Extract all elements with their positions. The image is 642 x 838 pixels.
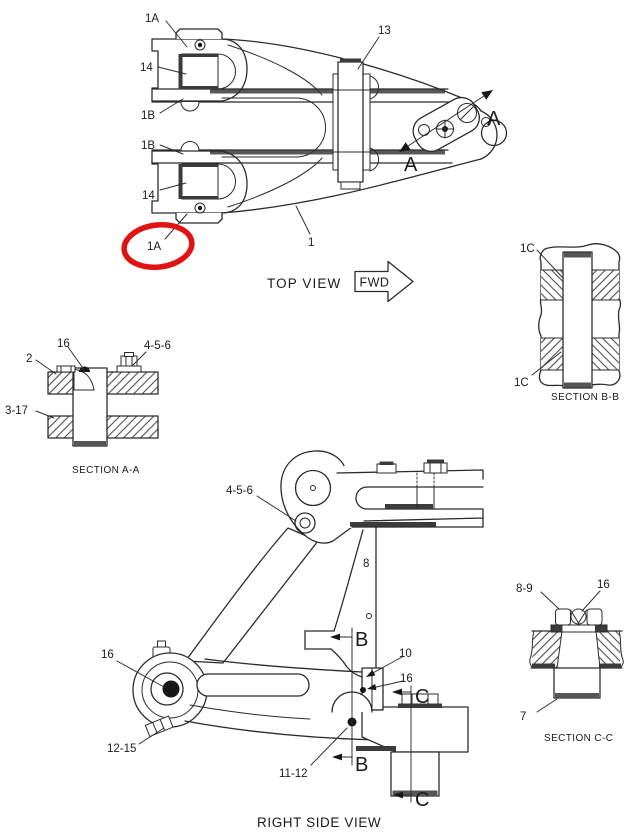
label-1b-upper: 1B — [141, 110, 155, 122]
section-letter-a-upper: A — [487, 108, 501, 130]
label-10: 10 — [399, 648, 412, 660]
label-16-cc: 16 — [597, 579, 610, 591]
label-1: 1 — [308, 237, 314, 249]
fwd-arrow-label: FWD — [360, 276, 390, 290]
section-letter-c-top: C — [415, 686, 429, 708]
label-1c-bottom: 1C — [514, 377, 529, 389]
label-12-15: 12-15 — [107, 743, 136, 755]
pin-14-upper — [181, 53, 219, 90]
top-view-caption: TOP VIEW — [267, 276, 341, 291]
label-1a-top: 1A — [145, 13, 159, 25]
right-side-view-line-art — [132, 450, 484, 803]
label-8: 8 — [363, 558, 369, 570]
section-line-c-c — [392, 685, 412, 803]
section-b-b-line-art — [538, 243, 622, 389]
label-11-12: 11-12 — [279, 768, 308, 780]
section-letter-b-top: B — [355, 629, 368, 651]
pin-7 — [553, 667, 601, 699]
label-14-top: 14 — [140, 62, 153, 74]
section-b-b-leaders — [531, 249, 563, 376]
section-line-b-b — [330, 627, 353, 766]
section-letter-b-bottom: B — [355, 754, 368, 776]
label-14-bottom: 14 — [142, 190, 155, 202]
right-side-view-leaders — [116, 495, 404, 766]
top-view: 1A 14 1B 1B 14 1A 13 1 A A TOP VIEW FWD — [121, 13, 508, 303]
section-a-a-line-art — [47, 352, 159, 447]
red-highlight-ellipse — [121, 221, 195, 271]
section-line-a-a — [399, 90, 493, 152]
section-c-c-leaders — [536, 590, 601, 713]
label-1a-bottom: 1A — [147, 241, 161, 253]
tip-hole — [480, 119, 508, 147]
section-a-a-view: 2 16 4-5-6 3-17 SECTION A-A — [5, 338, 171, 476]
right-side-view-caption: RIGHT SIDE VIEW — [257, 815, 381, 830]
section-letter-a-lower: A — [404, 154, 418, 176]
bolt-4-5-6 — [116, 352, 142, 373]
hub — [132, 640, 208, 738]
top-view-line-art — [151, 28, 508, 224]
label-16-aa: 16 — [57, 338, 70, 350]
label-1b-lower: 1B — [141, 140, 155, 152]
label-16-left: 16 — [101, 649, 114, 661]
label-13: 13 — [378, 25, 391, 37]
section-c-c-caption: SECTION C-C — [544, 733, 613, 744]
section-a-a-caption: SECTION A-A — [72, 465, 140, 476]
section-b-b-caption: SECTION B-B — [551, 392, 619, 403]
label-4-5-6-rsv: 4-5-6 — [226, 485, 253, 497]
label-2: 2 — [26, 353, 32, 365]
right-side-view: 4-5-6 8 10 16 16 12-15 11-12 B B C C RIG… — [101, 450, 484, 830]
section-b-b-view: 1C 1C SECTION B-B — [514, 243, 622, 403]
pin-14-lower — [181, 163, 219, 200]
section-c-c-view: 8-9 16 7 SECTION C-C — [516, 579, 624, 744]
section-c-c-line-art — [529, 608, 624, 699]
section-a-a-leaders — [35, 346, 147, 419]
fwd-arrow-icon: FWD — [354, 260, 414, 303]
castle-nut — [550, 608, 608, 633]
label-16-right: 16 — [400, 673, 413, 685]
label-8-9: 8-9 — [516, 583, 533, 595]
label-4-5-6-aa: 4-5-6 — [144, 340, 171, 352]
pin-1c — [562, 251, 593, 389]
label-1c-top: 1C — [520, 243, 535, 255]
label-7: 7 — [520, 711, 526, 723]
label-3-17: 3-17 — [5, 405, 28, 417]
section-letter-c-bottom: C — [415, 789, 429, 811]
center-block-13 — [332, 58, 379, 190]
